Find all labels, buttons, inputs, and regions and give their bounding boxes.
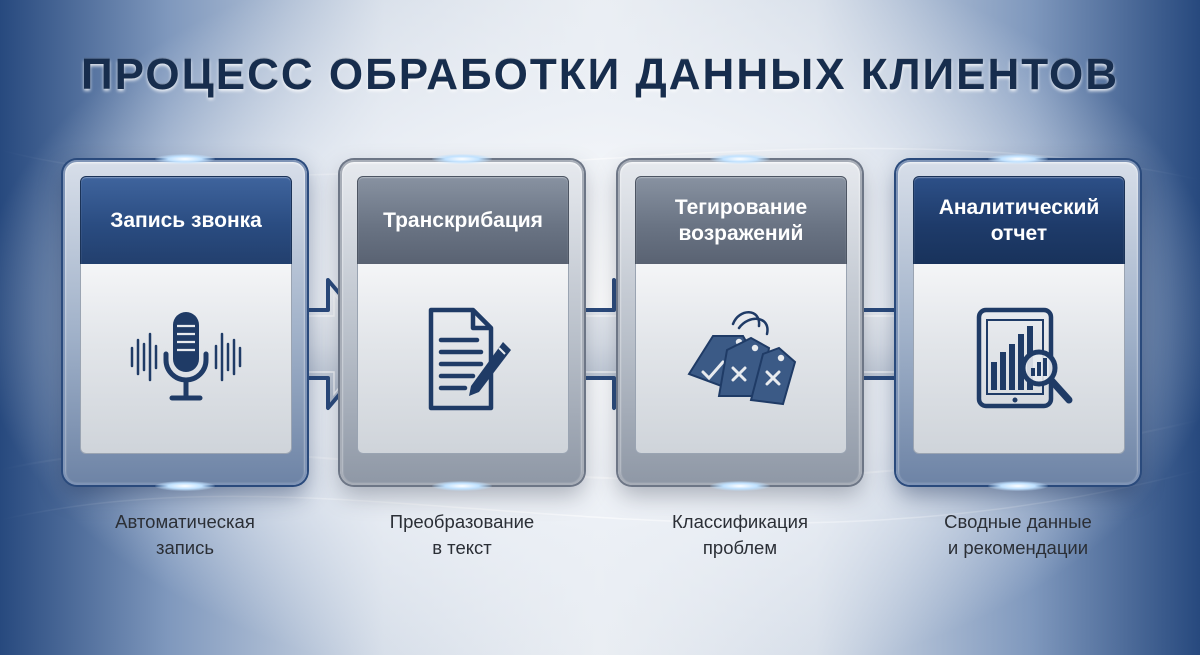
step-icon-area (913, 264, 1125, 454)
step-header-line: Транскрибация (383, 209, 543, 233)
step-header-line: Запись звонка (110, 209, 262, 233)
caption-line: проблем (702, 537, 778, 559)
caption-line: Преобразование (389, 511, 535, 532)
step-header: Аналитический отчет (913, 176, 1125, 266)
step-icon-area (635, 264, 847, 454)
caption-line: Сводные данные (944, 511, 1092, 532)
glow-top (432, 154, 492, 164)
step-caption-2: Преобразование в текст (342, 509, 582, 562)
glow-bottom (432, 481, 492, 491)
caption-line: Классификация (672, 511, 808, 532)
glow-top (710, 154, 770, 164)
glow-top (988, 154, 1048, 164)
step-header-line: Тегирование (674, 196, 808, 220)
tags-icon (687, 310, 797, 405)
caption-line: в текст (432, 537, 492, 559)
step-caption-1: Автоматическая запись (65, 509, 305, 562)
microphone-icon (130, 311, 242, 400)
step-card-transcription: Транскрибация (340, 154, 584, 491)
caption-line: запись (155, 537, 214, 559)
step-caption-4: Сводные данные и рекомендации (898, 509, 1138, 562)
step-card-analytical-report: Аналитический отчет (896, 154, 1140, 491)
step-card-objection-tagging: Тегирование возражений (618, 154, 862, 491)
glow-bottom (710, 481, 770, 491)
tablet-chart-magnifier-icon (976, 307, 1073, 408)
page-title: ПРОЦЕСС ОБРАБОТКИ ДАННЫХ КЛИЕНТОВ (81, 50, 1119, 99)
step-header: Запись звонка (80, 176, 292, 266)
step-icon-area (357, 264, 569, 454)
glow-bottom (155, 481, 215, 491)
step-header-line: отчет (990, 222, 1048, 245)
caption-line: Автоматическая (115, 511, 255, 532)
step-header: Тегирование возражений (635, 176, 847, 266)
step-caption-3: Классификация проблем (620, 509, 860, 562)
step-icon-area (80, 264, 292, 454)
glow-bottom (988, 481, 1048, 491)
caption-line: и рекомендации (947, 537, 1089, 559)
step-header-line: возражений (678, 222, 804, 245)
step-header: Транскрибация (357, 176, 569, 266)
step-header-line: Аналитический (938, 196, 1100, 220)
glow-top (155, 154, 215, 164)
document-pen-icon (428, 307, 511, 410)
step-card-call-recording: Запись звонка (63, 154, 307, 491)
